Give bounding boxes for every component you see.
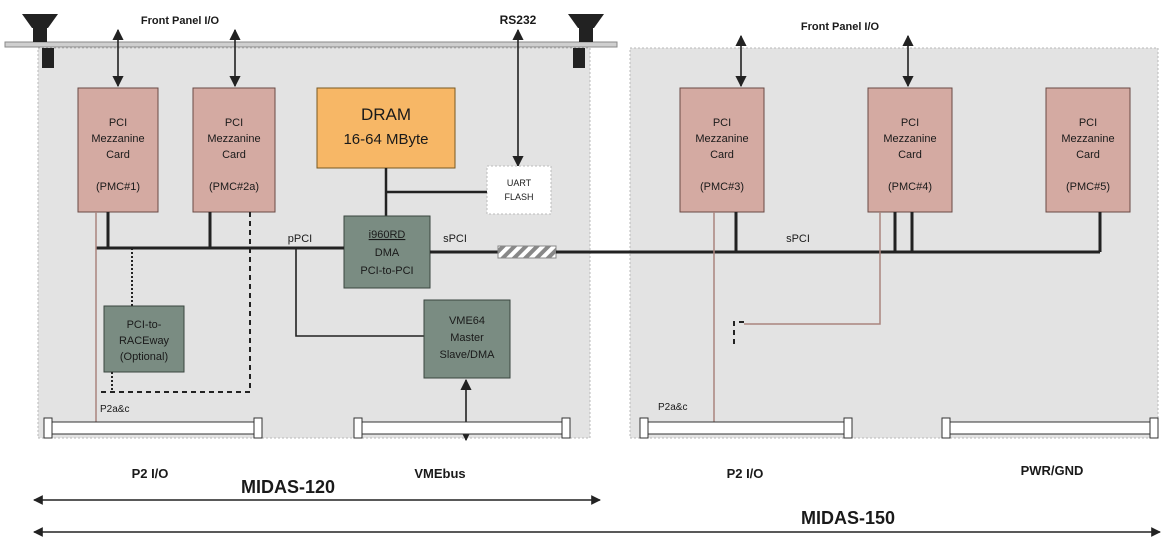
- pmc1-card: PCI Mezzanine Card (PMC#1): [77, 87, 159, 213]
- pmc3-line4: (PMC#3): [700, 181, 744, 193]
- p2io-label-150: P2 I/O: [727, 466, 764, 481]
- p2-connector-120: [43, 417, 263, 439]
- front-panel-label-120: Front Panel I/O: [141, 15, 220, 27]
- raceway-block: PCI-to- RACEway (Optional): [103, 305, 185, 373]
- pmc2a-line2: Mezzanine: [207, 133, 260, 145]
- pmc4-line3: Card: [898, 149, 922, 161]
- pmc2a-line1: PCI: [225, 117, 243, 129]
- right-ejector-icon: [568, 14, 604, 68]
- race-line3: (Optional): [120, 351, 168, 363]
- pmc5-card: PCI Mezzanine Card (PMC#5): [1045, 87, 1131, 213]
- race-line1: PCI-to-: [127, 319, 162, 331]
- vme-line3: Slave/DMA: [439, 349, 495, 361]
- dram-line1: DRAM: [361, 105, 411, 124]
- pmc4-line2: Mezzanine: [883, 133, 936, 145]
- bridge-line2: DMA: [375, 247, 400, 259]
- pmc3-card: PCI Mezzanine Card (PMC#3): [679, 87, 765, 213]
- front-panel-label-150: Front Panel I/O: [801, 21, 880, 33]
- vme-connector-120: [353, 417, 571, 439]
- pwr-connector-150: [941, 417, 1159, 439]
- pmc5-line3: Card: [1076, 149, 1100, 161]
- ppci-vme-link: [295, 248, 424, 337]
- pmc2a-line4: (PMC#2a): [209, 181, 259, 193]
- uart-line1: UART: [507, 178, 532, 188]
- p2ac-label-120: P2a&c: [100, 404, 129, 415]
- midas150-name: MIDAS-150: [801, 508, 895, 528]
- bridge-line3: PCI-to-PCI: [360, 265, 413, 277]
- uart-line2: FLASH: [504, 192, 533, 202]
- pmc4-p2-line: [744, 212, 881, 325]
- pwr-gnd-label: PWR/GND: [1021, 463, 1084, 478]
- dram-line2: 16-64 MByte: [343, 131, 428, 148]
- race-line2: RACEway: [119, 335, 170, 347]
- pmc3-line3: Card: [710, 149, 734, 161]
- pmc4-line1: PCI: [901, 117, 919, 129]
- vmebus-label: VMEbus: [414, 466, 465, 481]
- pmc2-p2-dashed-link: [100, 212, 251, 393]
- vme64-block: VME64 Master Slave/DMA: [423, 299, 511, 379]
- pmc1-line4: (PMC#1): [96, 181, 140, 193]
- vme-line1: VME64: [449, 315, 485, 327]
- pmc3-line2: Mezzanine: [695, 133, 748, 145]
- vme-line2: Master: [450, 332, 484, 344]
- bridge-line1: i960RD: [369, 229, 406, 241]
- midas120-name: MIDAS-120: [241, 477, 335, 497]
- pmc2a-line3: Card: [222, 149, 246, 161]
- pmc5-line2: Mezzanine: [1061, 133, 1114, 145]
- left-ejector-icon: [22, 14, 58, 68]
- dram-block: DRAM 16-64 MByte: [316, 87, 456, 169]
- spci-label-120: sPCI: [443, 233, 467, 245]
- bus-connector: [497, 245, 557, 259]
- spci-label-150: sPCI: [786, 233, 810, 245]
- p2io-label-120: P2 I/O: [132, 466, 169, 481]
- pmc5-line1: PCI: [1079, 117, 1097, 129]
- pmc1-line3: Card: [106, 149, 130, 161]
- uart-flash-block: UART FLASH: [486, 165, 552, 215]
- pmc3-line1: PCI: [713, 117, 731, 129]
- front-panel-rail: [4, 41, 618, 48]
- pmc5-line4: (PMC#5): [1066, 181, 1110, 193]
- pmc1-line1: PCI: [109, 117, 127, 129]
- pmc4-dashed-link: [733, 321, 744, 346]
- rs232-label: RS232: [500, 13, 537, 27]
- pmc1-line2: Mezzanine: [91, 133, 144, 145]
- pmc2a-card: PCI Mezzanine Card (PMC#2a): [192, 87, 276, 213]
- pmc4-card: PCI Mezzanine Card (PMC#4): [867, 87, 953, 213]
- p2-connector-150: [639, 417, 853, 439]
- ppci-label: pPCI: [288, 233, 312, 245]
- bridge-block: i960RD DMA PCI-to-PCI: [343, 215, 431, 289]
- pmc4-line4: (PMC#4): [888, 181, 932, 193]
- p2ac-label-150: P2a&c: [658, 402, 687, 413]
